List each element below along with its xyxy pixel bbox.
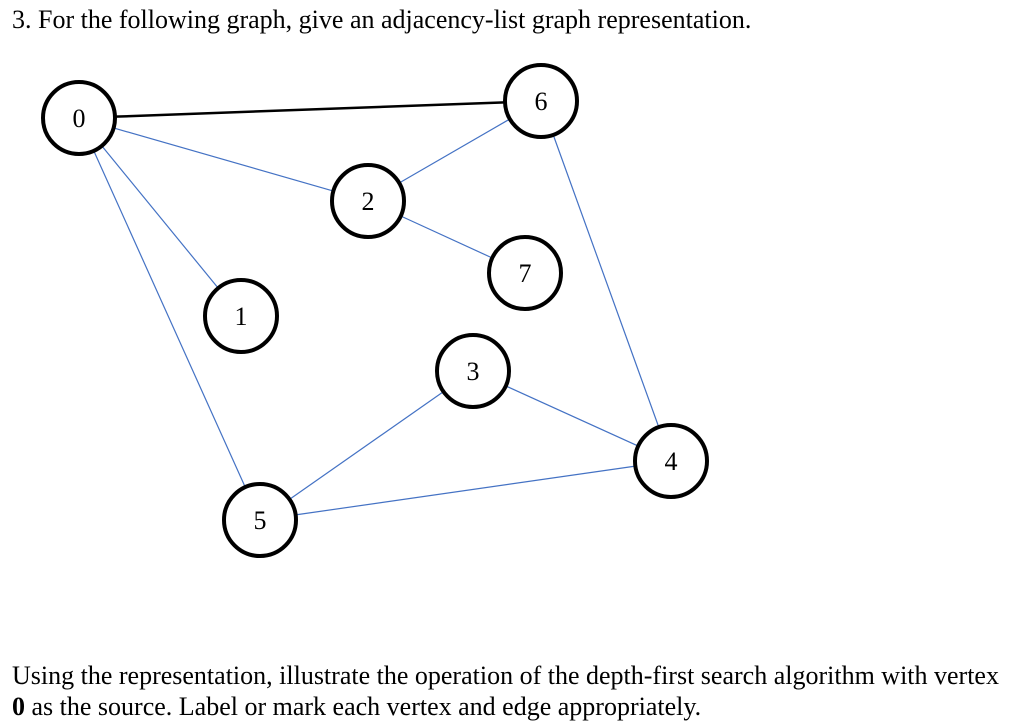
vertex-label: 1 bbox=[235, 302, 248, 331]
vertex-circle bbox=[203, 278, 279, 354]
graph-diagram: 0 1 2 3 4 5 6 7 bbox=[41, 63, 709, 558]
question-title: 3. For the following graph, give an adja… bbox=[12, 5, 752, 34]
edge-0-1 bbox=[101, 145, 219, 289]
vertex-4: 4 bbox=[633, 423, 709, 499]
vertex-circle bbox=[222, 482, 298, 558]
nodes-layer: 0 1 2 3 4 5 6 7 bbox=[41, 63, 709, 558]
instructions: Using the representation, illustrate the… bbox=[12, 660, 1022, 722]
vertex-circle bbox=[487, 235, 563, 311]
edge-0-2 bbox=[113, 127, 334, 192]
source-vertex-label: 0 bbox=[12, 692, 25, 721]
vertex-label: 3 bbox=[467, 357, 480, 386]
edge-0-5 bbox=[93, 150, 246, 488]
edge-2-6 bbox=[398, 118, 511, 184]
vertex-circle bbox=[633, 423, 709, 499]
vertex-circle bbox=[503, 63, 579, 139]
vertex-7: 7 bbox=[487, 235, 563, 311]
edge-2-7 bbox=[400, 215, 493, 259]
vertex-label: 2 bbox=[362, 187, 375, 216]
vertex-1: 1 bbox=[203, 278, 279, 354]
edge-6-4 bbox=[552, 134, 660, 428]
vertex-label: 7 bbox=[519, 259, 532, 288]
vertex-circle bbox=[330, 163, 406, 239]
edges-layer bbox=[93, 101, 660, 516]
vertex-0: 0 bbox=[41, 80, 117, 156]
edge-3-5 bbox=[289, 391, 444, 500]
vertex-3: 3 bbox=[435, 333, 511, 409]
vertex-2: 2 bbox=[330, 163, 406, 239]
edge-0-6 bbox=[114, 101, 506, 118]
vertex-circle bbox=[435, 333, 511, 409]
edge-5-4 bbox=[295, 465, 636, 516]
vertex-circle bbox=[41, 80, 117, 156]
vertex-label: 4 bbox=[665, 447, 678, 476]
instructions-line-1: Using the representation, illustrate the… bbox=[12, 661, 999, 690]
vertex-label: 6 bbox=[535, 87, 548, 116]
vertex-5: 5 bbox=[222, 482, 298, 558]
vertex-label: 0 bbox=[73, 104, 86, 133]
edge-3-4 bbox=[505, 385, 639, 447]
vertex-6: 6 bbox=[503, 63, 579, 139]
vertex-label: 5 bbox=[254, 506, 267, 535]
instructions-line-2: as the source. Label or mark each vertex… bbox=[25, 692, 702, 721]
